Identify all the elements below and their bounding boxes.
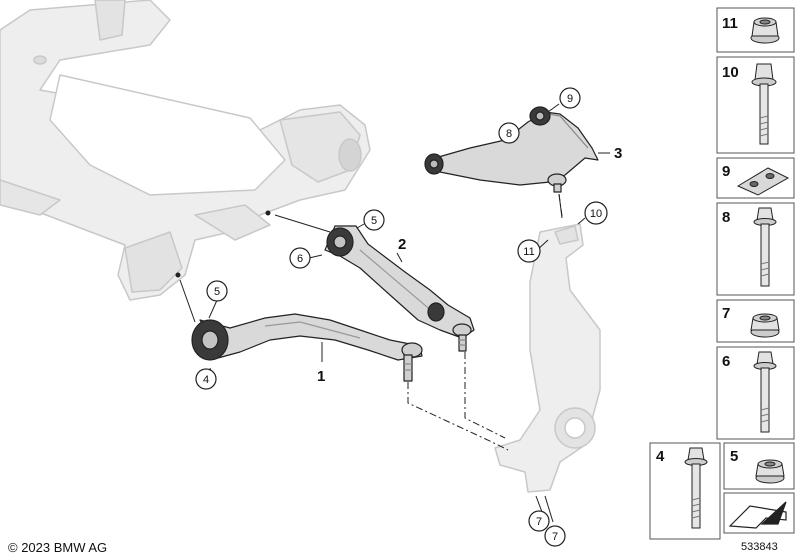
- part-number-2: 2: [398, 236, 406, 253]
- dash-dot-lines: [407, 193, 563, 451]
- steering-knuckle: [494, 223, 601, 493]
- part-cell-number: 8: [722, 209, 730, 226]
- part-cell-number: 4: [656, 448, 665, 465]
- tension-strut: [324, 225, 475, 352]
- bolt-icon: [753, 207, 777, 287]
- part-cell-4: [649, 442, 721, 540]
- nut-icon: [755, 459, 785, 484]
- part-cell-6: [716, 346, 795, 440]
- part-cell-8: [716, 202, 795, 296]
- part-cell-number: 10: [722, 64, 739, 81]
- callout-c5b: 5: [206, 280, 228, 302]
- callout-c8: 8: [498, 122, 520, 144]
- flange-nut-icon: [750, 17, 780, 44]
- leader-arm2: [396, 252, 403, 263]
- callout-label: 4: [203, 374, 209, 386]
- callout-label: 9: [567, 93, 573, 105]
- document-number: 533843: [741, 541, 778, 553]
- part-cell-number: 9: [722, 163, 730, 180]
- callout-label: 5: [371, 215, 377, 227]
- callout-c11: 11: [517, 239, 541, 263]
- hex-bolt-icon: [751, 63, 777, 145]
- copyright-notice: © 2023 BMW AG: [8, 540, 108, 555]
- callout-c6: 6: [289, 247, 311, 269]
- callout-c10: 10: [584, 201, 608, 225]
- callout-label: 8: [506, 128, 512, 140]
- callout-label: 6: [297, 253, 303, 265]
- front-subframe: [0, 0, 371, 301]
- leader-dots: [175, 210, 271, 278]
- callout-label: 11: [523, 246, 534, 258]
- callout-label: 10: [590, 208, 602, 220]
- part-number-1: 1: [317, 368, 325, 385]
- direction-arrow-icon: [728, 501, 787, 529]
- part-cell-number: 6: [722, 353, 730, 370]
- callout-c4: 4: [195, 368, 217, 390]
- callout-c7a: 7: [528, 510, 550, 532]
- part-cell-number: 11: [722, 15, 738, 32]
- upper-control-arm: [424, 106, 599, 193]
- bolt-icon: [753, 351, 777, 433]
- part-cell-number: 7: [722, 305, 730, 322]
- callout-c7b: 7: [544, 525, 566, 547]
- callout-label: 7: [552, 531, 558, 543]
- screw-icon: [684, 447, 708, 529]
- callout-label: 5: [214, 286, 220, 298]
- callout-c5a: 5: [363, 209, 385, 231]
- callout-label: 7: [536, 516, 542, 528]
- part-number-3: 3: [614, 145, 622, 162]
- nut-icon: [750, 313, 780, 338]
- lower-control-arm: [191, 313, 423, 382]
- parts-panel: 11 10 9 8: [649, 7, 795, 540]
- retaining-plate-icon: [736, 167, 790, 196]
- callout-c9: 9: [559, 87, 581, 109]
- part-cell-number: 5: [730, 448, 738, 465]
